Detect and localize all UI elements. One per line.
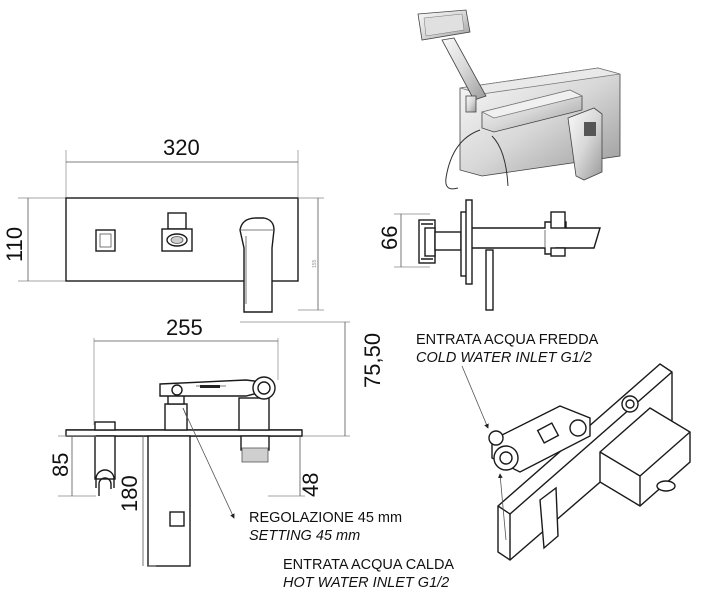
dim-width-320: 320: [163, 135, 200, 160]
dim-depth-255: 255: [166, 315, 203, 340]
label-cold-inlet-it: ENTRATA ACQUA FREDDA: [416, 332, 599, 348]
dim-body-7550: 75,50: [360, 333, 385, 388]
dim-small-155: 155: [312, 259, 318, 268]
dim-spout-66: 66: [377, 226, 402, 250]
dim-inlet-85: 85: [48, 453, 73, 477]
label-hot-inlet-it: ENTRATA ACQUA CALDA: [283, 557, 454, 573]
dim-outlet-48: 48: [298, 473, 323, 497]
label-setting-en: SETTING 45 mm: [249, 528, 360, 544]
front-view: 320 110 155: [2, 135, 324, 313]
label-cold-inlet-en: COLD WATER INLET G1/2: [416, 350, 592, 366]
dim-body-180: 180: [117, 475, 142, 512]
product-render: [417, 9, 621, 190]
section-view: 255 75,50 85 180: [48, 315, 385, 567]
iso-body-drawing: [461, 363, 691, 561]
side-view: 66: [377, 199, 601, 311]
label-hot-inlet-en: HOT WATER INLET G1/2: [283, 575, 449, 591]
dim-height-110: 110: [2, 227, 27, 262]
label-setting-it: REGOLAZIONE 45 mm: [249, 510, 402, 526]
